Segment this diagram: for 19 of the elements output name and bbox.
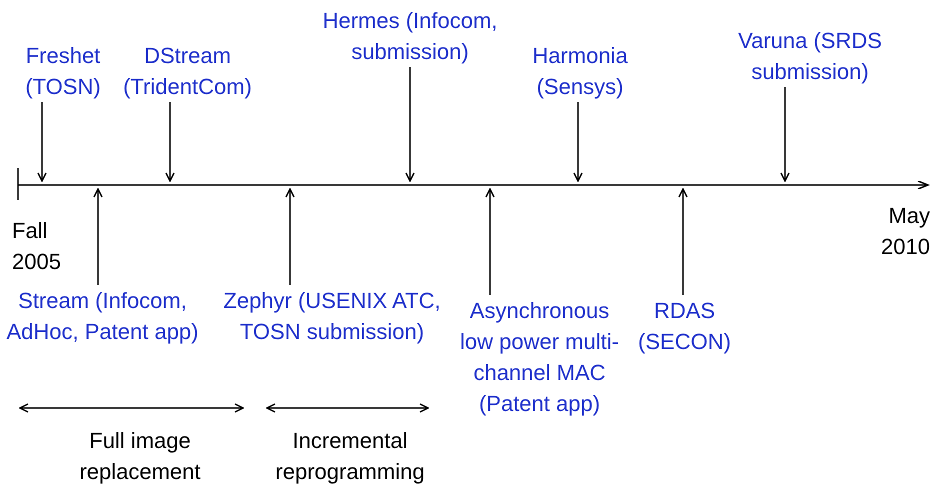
date-label: Fall 2005 (12, 217, 62, 276)
arrow (780, 87, 790, 182)
arrow (285, 188, 295, 285)
event-label: Zephyr (USENIX ATC, TOSN submission) (212, 285, 452, 347)
event-label: Asynchronous low power multi-channel MAC (Patent app) (452, 295, 627, 419)
event-label: Varuna (SRDS submission) (735, 25, 885, 87)
arrow (165, 102, 175, 182)
arrow (93, 188, 103, 285)
event-label: RDAS (SECON) (632, 295, 737, 357)
phase-label: Incremental reprogramming (274, 427, 426, 486)
timeline-axis (18, 181, 930, 189)
phase-label: Full image replacement (78, 427, 202, 486)
arrow (573, 102, 583, 182)
event-label: Stream (Infocom, AdHoc, Patent app) (0, 285, 205, 347)
arrow (37, 102, 47, 182)
arrow (678, 188, 688, 295)
date-label: May 2010 (880, 202, 930, 261)
arrow (485, 188, 495, 295)
arrow (405, 67, 415, 182)
